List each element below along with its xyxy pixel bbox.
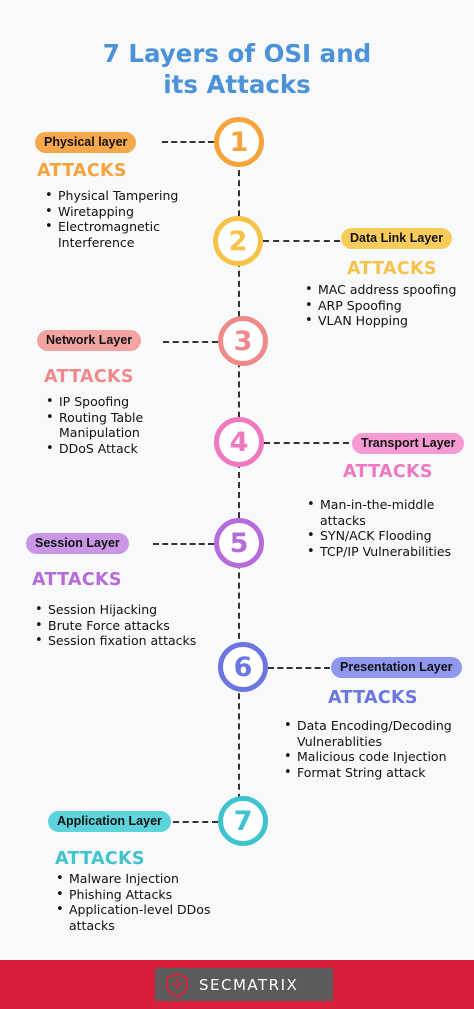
attack-item: Wiretapping xyxy=(44,204,214,220)
layer-number-circle: 5 xyxy=(214,518,264,568)
attack-item: Physical Tampering xyxy=(44,188,214,204)
attack-item: Man-in-the-middle attacks xyxy=(306,497,474,528)
layer-number-circle: 7 xyxy=(218,796,268,846)
connector-line xyxy=(153,543,214,545)
attacks-heading: ATTACKS xyxy=(328,688,418,708)
connector-line xyxy=(268,667,330,669)
brand-logo: SECMATRIX xyxy=(155,968,333,1001)
connector-line xyxy=(264,442,349,444)
layer-number-circle: 1 xyxy=(214,117,264,167)
attack-item: Session fixation attacks xyxy=(34,633,209,649)
layer-number-circle: 3 xyxy=(218,316,268,366)
attack-item: Data Encoding/Decoding Vulnerablities xyxy=(283,718,473,749)
attack-item: DDoS Attack xyxy=(45,441,210,457)
attack-item: MAC address spoofing xyxy=(304,282,474,298)
attack-list: IP Spoofing Routing Table Manipulation D… xyxy=(45,394,210,456)
layer-number: 6 xyxy=(233,651,253,683)
layer-number: 5 xyxy=(229,527,249,559)
attack-item: Malware Injection xyxy=(55,871,215,887)
attack-item: SYN/ACK Flooding xyxy=(306,528,474,544)
attack-item: TCP/IP Vulnerabilities xyxy=(306,544,474,560)
shield-icon xyxy=(166,972,188,998)
attack-list: MAC address spoofing ARP Spoofing VLAN H… xyxy=(304,282,474,329)
connector-line xyxy=(163,341,218,343)
attacks-heading: ATTACKS xyxy=(32,570,122,590)
attack-item: Application-level DDos attacks xyxy=(55,902,215,933)
layer-number: 1 xyxy=(229,126,249,158)
attack-item: Electromagnetic Interference xyxy=(44,219,214,250)
layer-number-circle: 6 xyxy=(218,642,268,692)
attack-item: ARP Spoofing xyxy=(304,298,474,314)
layer-name-pill: Application Layer xyxy=(48,811,171,832)
attacks-heading: ATTACKS xyxy=(343,462,433,482)
attack-list: Data Encoding/Decoding Vulnerablities Ma… xyxy=(283,718,473,780)
connector-line xyxy=(173,821,218,823)
footer-banner: SECMATRIX xyxy=(0,960,474,1009)
connector-line xyxy=(263,240,340,242)
attack-list: Session Hijacking Brute Force attacks Se… xyxy=(34,602,209,649)
title-line-2: its Attacks xyxy=(163,70,311,99)
brand-name: SECMATRIX xyxy=(199,975,299,994)
layer-number: 7 xyxy=(233,805,253,837)
attack-item: Session Hijacking xyxy=(34,602,209,618)
attack-item: Routing Table Manipulation xyxy=(45,410,210,441)
layer-name-pill: Physical layer xyxy=(35,132,137,153)
attack-item: Phishing Attacks xyxy=(55,887,215,903)
layer-name-pill: Data Link Layer xyxy=(341,228,453,249)
layer-number: 4 xyxy=(229,426,249,458)
attack-list: Physical Tampering Wiretapping Electroma… xyxy=(44,188,214,250)
timeline-spine xyxy=(238,140,240,830)
attack-item: Malicious code Injection xyxy=(283,749,473,765)
attack-item: IP Spoofing xyxy=(45,394,210,410)
title-line-1: 7 Layers of OSI and xyxy=(102,39,372,68)
layer-number-circle: 2 xyxy=(213,216,263,266)
attack-item: VLAN Hopping xyxy=(304,313,474,329)
layer-number: 3 xyxy=(233,325,253,357)
attack-list: Man-in-the-middle attacks SYN/ACK Floodi… xyxy=(306,497,474,559)
attack-item: Format String attack xyxy=(283,765,473,781)
layer-name-pill: Presentation Layer xyxy=(331,657,462,678)
layer-name-pill: Transport Layer xyxy=(352,433,465,454)
connector-line xyxy=(162,141,214,143)
attack-item: Brute Force attacks xyxy=(34,618,209,634)
attacks-heading: ATTACKS xyxy=(37,161,127,181)
layer-name-pill: Network Layer xyxy=(37,330,142,351)
layer-name-pill: Session Layer xyxy=(26,533,129,554)
attacks-heading: ATTACKS xyxy=(55,849,145,869)
attack-list: Malware Injection Phishing Attacks Appli… xyxy=(55,871,215,933)
attacks-heading: ATTACKS xyxy=(347,259,437,279)
page-title: 7 Layers of OSI and its Attacks xyxy=(0,38,474,100)
layer-number-circle: 4 xyxy=(214,417,264,467)
attacks-heading: ATTACKS xyxy=(44,367,134,387)
layer-number: 2 xyxy=(228,225,248,257)
